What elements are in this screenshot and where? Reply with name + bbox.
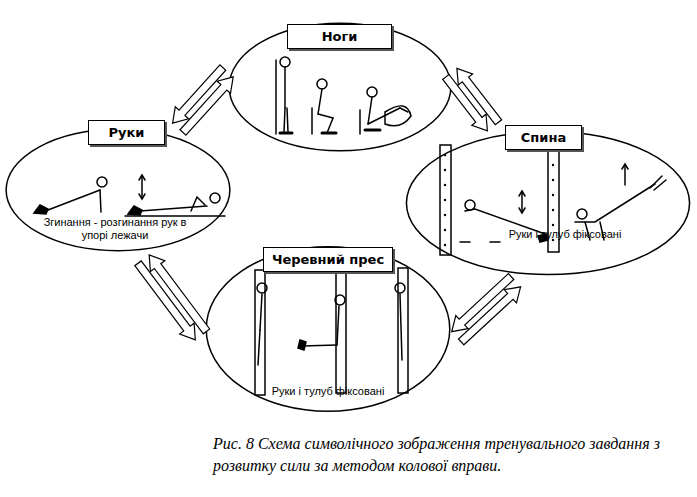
group-label: Черевний прес bbox=[263, 247, 393, 272]
figure-caption: Рис. 8 Схема символічного зображення тре… bbox=[213, 433, 683, 477]
exercise-note: Згинання - розгинання рук в упорі лежачи bbox=[35, 216, 195, 242]
group-label: Спина bbox=[505, 125, 582, 150]
abs-figures bbox=[255, 268, 408, 395]
arrow-shape bbox=[457, 68, 502, 124]
back-figures bbox=[440, 140, 666, 255]
exercise-ellipse: РукиЗгинання - розгинання рук в упорі ле… bbox=[5, 128, 231, 252]
exercise-ellipse: Черевний пресРуки і тулуб фіксовані bbox=[205, 245, 451, 413]
arms-figures bbox=[34, 175, 225, 216]
exercise-ellipse: Ноги bbox=[228, 22, 452, 152]
arrow-shape bbox=[459, 287, 521, 345]
arrow-shape bbox=[173, 65, 226, 123]
exercise-note: Руки і тулуб фіксовані bbox=[255, 385, 401, 398]
double-arrow bbox=[135, 255, 210, 340]
double-arrow bbox=[452, 274, 521, 345]
legs-figures bbox=[276, 57, 411, 134]
group-label: Ноги bbox=[287, 24, 392, 49]
group-label: Руки bbox=[88, 120, 165, 145]
double-arrow bbox=[443, 68, 502, 130]
exercise-note: Руки і тулуб фіксовані bbox=[495, 228, 635, 241]
ellipse-outline bbox=[405, 130, 691, 276]
double-arrow bbox=[173, 65, 234, 135]
arrow-shape bbox=[135, 261, 196, 340]
exercise-ellipse: СпинаРуки і тулуб фіксовані bbox=[405, 130, 691, 276]
